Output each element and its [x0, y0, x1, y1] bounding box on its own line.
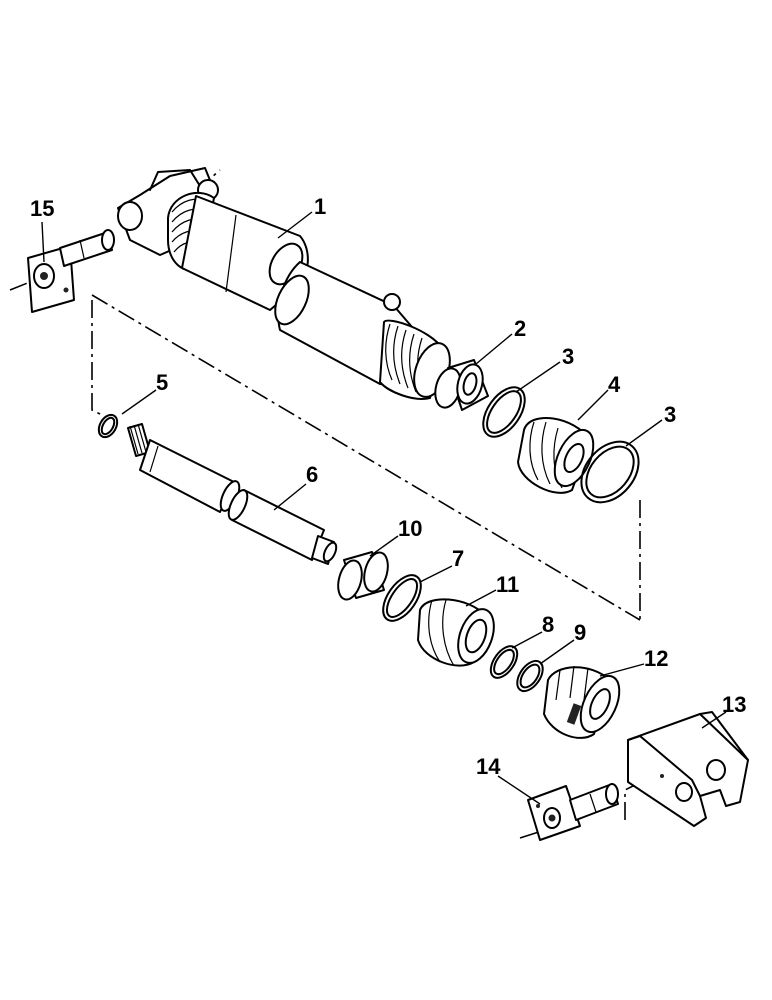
- label-12: 12: [644, 646, 668, 671]
- label-15: 15: [30, 196, 54, 221]
- label-2: 2: [514, 316, 526, 341]
- part-4-piston: [517, 416, 595, 494]
- part-7-o-ring: [382, 574, 422, 622]
- label-14: 14: [476, 754, 501, 779]
- label-1: 1: [314, 194, 326, 219]
- part-2-bushing: [434, 359, 489, 411]
- label-4: 4: [608, 372, 621, 397]
- assembly-guide-lines: [9, 169, 641, 839]
- part-15-pin-plate: [27, 229, 115, 313]
- part-10-sleeve: [337, 551, 389, 601]
- part-13-clevis: [627, 711, 749, 827]
- label-9: 9: [574, 620, 586, 645]
- part-9-ring: [516, 659, 544, 693]
- part-5-o-ring: [97, 413, 119, 439]
- part-6-piston-rod: [227, 489, 338, 565]
- label-5: 5: [156, 370, 168, 395]
- label-8: 8: [542, 612, 554, 637]
- label-3-upper: 3: [562, 344, 574, 369]
- part-3-ring-lower: [580, 440, 640, 504]
- label-10: 10: [398, 516, 422, 541]
- label-3-lower: 3: [664, 402, 676, 427]
- part-number-labels: 15 1 2 3 4 3 5 6 10 7 11 8 9 12 13 14: [30, 194, 746, 779]
- part-1-cylinder-barrel: [117, 167, 451, 400]
- part-14-pin-plate: [527, 783, 619, 841]
- label-6: 6: [306, 462, 318, 487]
- label-11: 11: [496, 572, 519, 597]
- part-11-gland: [417, 598, 495, 667]
- label-7: 7: [452, 546, 464, 571]
- leader-lines: [41, 211, 727, 805]
- piston-rod-front: [127, 423, 241, 513]
- label-13: 13: [722, 692, 746, 717]
- part-8-ring: [489, 645, 519, 679]
- part-12-slotted-nut: [543, 665, 621, 739]
